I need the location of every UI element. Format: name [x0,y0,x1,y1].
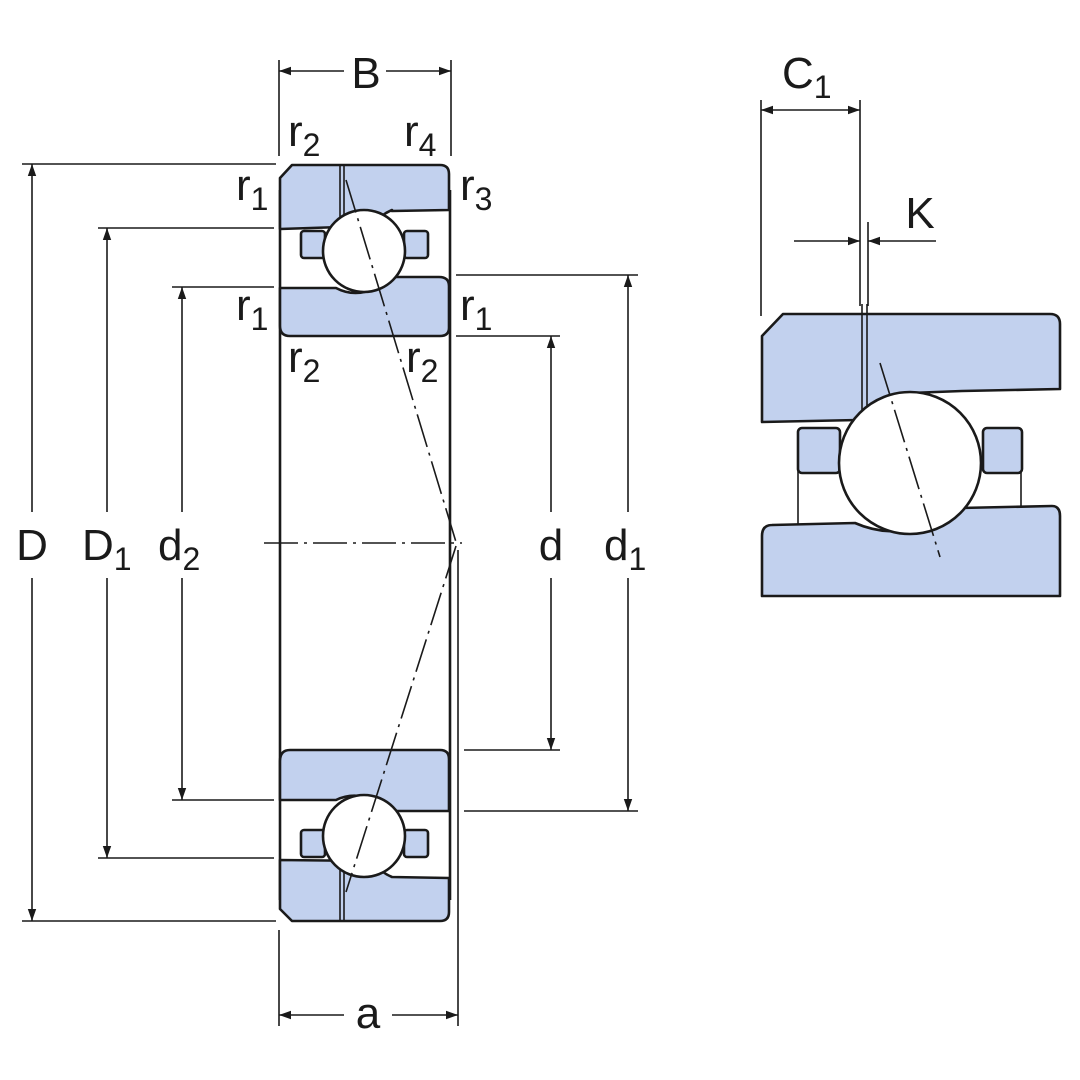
cage-bottom-right [402,828,430,859]
label-d1: d1 [604,521,646,577]
label-r3: r3 [460,161,492,217]
label-a: a [356,989,381,1038]
label-r1-top-left: r1 [236,161,268,217]
label-B: B [351,49,380,98]
label-r2-top-left: r2 [288,107,320,163]
contact-line-bottom [345,545,457,893]
label-r2-mid-right: r2 [406,333,438,389]
contact-line-top [345,179,457,543]
label-d: d [539,521,563,570]
detail-ball [837,390,983,536]
detail-view: C1 K [760,49,1062,598]
label-C1: C1 [782,49,832,105]
ball-top [321,208,407,294]
label-r2-mid-left: r2 [288,333,320,389]
cage-bottom-left [299,828,327,859]
detail-cage-left [796,426,842,475]
label-r4: r4 [404,107,436,163]
label-D: D [16,521,48,570]
detail-cage-right [981,426,1024,475]
cage-top-right [402,229,430,260]
label-K: K [905,189,934,238]
label-r1-mid-left: r1 [236,281,268,337]
label-r1-mid-right: r1 [460,281,492,337]
detail-contact-line [879,362,941,558]
label-D1: D1 [82,521,132,577]
main-section-view: B a D D1 d2 d d1 r2 r4 r1 r3 r1 r1 [16,49,646,1038]
label-d2: d2 [158,521,200,577]
cage-top-left [299,229,327,260]
